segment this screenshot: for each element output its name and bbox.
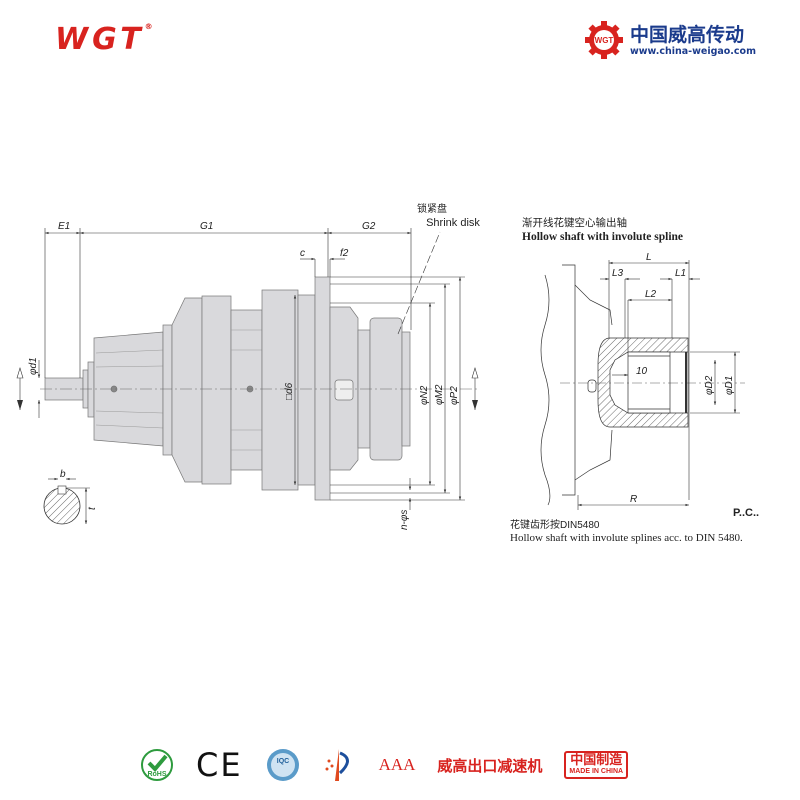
- dim-g2: G2: [362, 221, 376, 232]
- ce-mark: CE: [196, 746, 243, 784]
- svg-text:IQC: IQC: [276, 758, 288, 765]
- brand-logo: WGT 中国威高传动 www.china-weigao.com: [584, 20, 756, 60]
- dim-e1: E1: [58, 221, 70, 232]
- dim-r: R: [630, 494, 637, 505]
- spline-title-en: Hollow shaft with involute spline: [522, 231, 683, 243]
- gearbox-side-view: [44, 276, 411, 501]
- dim-c: c: [300, 248, 305, 259]
- dim-t: t: [87, 506, 98, 510]
- iqc-badge-icon: IQC: [266, 749, 299, 781]
- aaa-rating: AAA: [378, 755, 416, 774]
- output-flange: [314, 276, 331, 501]
- housing-stage-2: [261, 289, 299, 491]
- model-label: P..C..: [733, 507, 759, 519]
- dim-d2: φD2: [704, 375, 715, 395]
- dim-b: b: [60, 469, 66, 480]
- gear-logo-text: WGT: [595, 36, 614, 45]
- spline-section-view: [540, 260, 745, 510]
- dim-m2: φM2: [434, 384, 445, 405]
- spline-title-cn: 渐开线花键空心输出轴: [522, 216, 627, 229]
- dim-10: 10: [636, 366, 648, 377]
- dim-d1-spline: φD1: [724, 376, 735, 395]
- rohs-icon: RoHS: [141, 749, 173, 781]
- shrink-disk-label-cn: 锁紧盘: [417, 202, 447, 215]
- brand-url: www.china-weigao.com: [630, 45, 756, 57]
- certification-strip: RoHS CE IQC AAA 威高出口减速机 中国制造 MADE IN CHI…: [140, 745, 660, 785]
- made-in-china-badge: 中国制造 MADE IN CHINA: [564, 751, 629, 779]
- svg-text:RoHS: RoHS: [147, 771, 166, 778]
- dim-d6: □d6: [284, 382, 295, 400]
- technical-drawing: E1 G1 G2 c f2 b t φd1 □d6 φN2 φM2 φP2 n-…: [16, 202, 759, 544]
- dim-l2: L2: [645, 289, 657, 300]
- dim-l: L: [646, 252, 652, 263]
- dim-f2: f2: [340, 248, 349, 259]
- credit-logo-icon: [325, 749, 349, 781]
- dim-p2: φP2: [449, 386, 460, 405]
- keyway-section: [43, 477, 90, 525]
- dim-g1: G1: [200, 221, 213, 232]
- dim-d1: φd1: [28, 357, 39, 375]
- dim-l3: L3: [612, 268, 624, 279]
- shrink-disk-label-en: Shrink disk: [426, 217, 480, 229]
- housing-stage-1: [201, 295, 232, 485]
- dim-n2: φN2: [419, 385, 430, 405]
- wgt-logo: WGT®: [55, 22, 153, 57]
- export-reducer-label: 威高出口减速机: [437, 756, 543, 775]
- spline-note-en: Hollow shaft with involute splines acc. …: [510, 532, 743, 544]
- gear-logo-icon: WGT: [585, 21, 623, 59]
- spline-note-cn: 花键齿形按DIN5480: [510, 518, 600, 531]
- dim-l1: L1: [675, 268, 686, 279]
- brand-name: 中国威高传动: [630, 23, 745, 46]
- dim-s: n-φs: [399, 510, 410, 530]
